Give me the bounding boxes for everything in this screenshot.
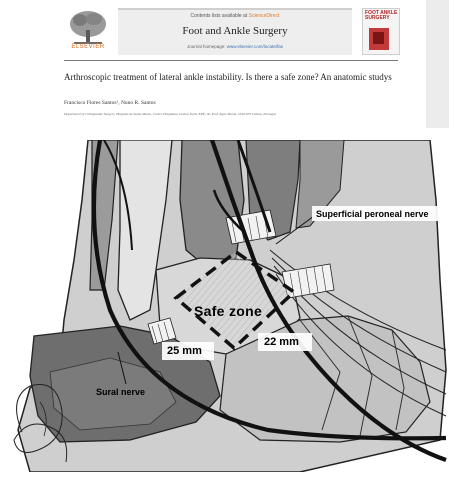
publisher-name: ELSEVIER [64,44,112,50]
side-panel [426,0,449,128]
distance-25mm-label: 25 mm [167,345,202,357]
journal-name: Foot and Ankle Surgery [118,25,352,37]
cover-title: FOOT ANKLE SURGERY [365,11,399,21]
journal-banner: Contents lists available at ScienceDirec… [118,8,352,55]
safe-zone-label: Safe zone [194,303,262,319]
sciencedirect-link[interactable]: ScienceDirect [249,13,280,19]
article-header: ELSEVIER Contents lists available at Sci… [0,0,449,130]
sural-nerve-label: Sural nerve [96,387,145,397]
article-authors: Francisco Flores Santos¹, Nuno R. Santos [64,100,156,106]
distance-22mm-label: 22 mm [264,336,299,348]
superficial-peroneal-nerve-label: Superficial peroneal nerve [316,209,429,219]
article-affiliation: Department of Orthopaedic Surgery, Hospi… [64,112,424,116]
cover-image [369,28,389,50]
homepage-prefix: Journal homepage: [187,44,226,49]
contents-line: Contents lists available at ScienceDirec… [118,13,352,19]
homepage-link[interactable]: www.elsevier.com/locate/fas [227,44,283,49]
header-divider [64,60,398,61]
journal-cover-thumbnail: FOOT ANKLE SURGERY [362,8,400,55]
contents-prefix: Contents lists available at [191,13,248,19]
article-title: Arthroscopic treatment of lateral ankle … [64,72,404,83]
anatomy-figure: Superficial peroneal nerve Safe zone 25 … [0,140,449,472]
homepage-line: Journal homepage: www.elsevier.com/locat… [118,44,352,49]
